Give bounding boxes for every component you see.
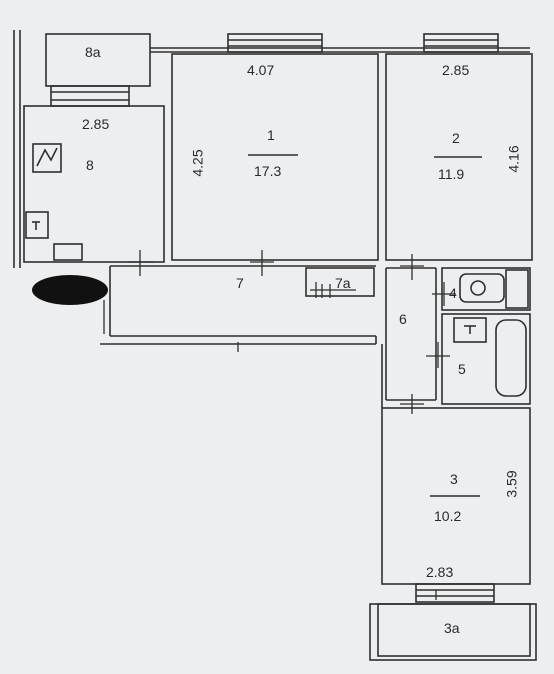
room-2-width-dim: 2.85 [442, 62, 470, 78]
wc-4-walls [441, 267, 531, 311]
room-6-label: 6 [399, 311, 407, 327]
room-3a-label: 3a [444, 620, 460, 636]
door-marks [103, 250, 456, 600]
room-3-depth-dim: 3.59 [503, 470, 520, 498]
closet-7a-walls [305, 267, 375, 297]
stove-icon [32, 143, 62, 173]
room-4-label: 4 [449, 285, 457, 301]
sink-icon [25, 211, 83, 261]
hall-6-walls [381, 267, 437, 408]
redaction-mark [32, 275, 108, 305]
room-2-walls [385, 53, 533, 261]
window-room2 [423, 33, 499, 53]
room-1-depth-dim: 4.25 [189, 149, 206, 177]
room-2-depth-dim: 4.16 [505, 145, 522, 173]
bathtub-icon [453, 317, 527, 397]
window-room1 [227, 33, 323, 53]
room-7a-label: 7a [335, 275, 351, 291]
room-3-area: 10.2 [434, 508, 462, 524]
room-1-area: 17.3 [254, 163, 282, 179]
room-8-label: 8 [86, 157, 94, 173]
room-1-width-dim: 4.07 [247, 62, 275, 78]
room-3-width-dim: 2.83 [426, 564, 454, 580]
balcony-3a [369, 583, 537, 661]
room-8-width-dim: 2.85 [82, 116, 110, 132]
bathroom-5-walls [441, 313, 531, 405]
toilet-icon [459, 269, 529, 309]
room-5-label: 5 [458, 361, 466, 377]
room-8a-label: 8a [85, 44, 101, 60]
room-2-number: 2 [452, 130, 460, 146]
room-8-walls [23, 105, 165, 263]
room-2-area: 11.9 [438, 166, 465, 182]
room-1-walls [171, 53, 379, 261]
room-3-number: 3 [450, 471, 458, 487]
room-7-label: 7 [236, 275, 244, 291]
room-1-number: 1 [267, 127, 275, 143]
